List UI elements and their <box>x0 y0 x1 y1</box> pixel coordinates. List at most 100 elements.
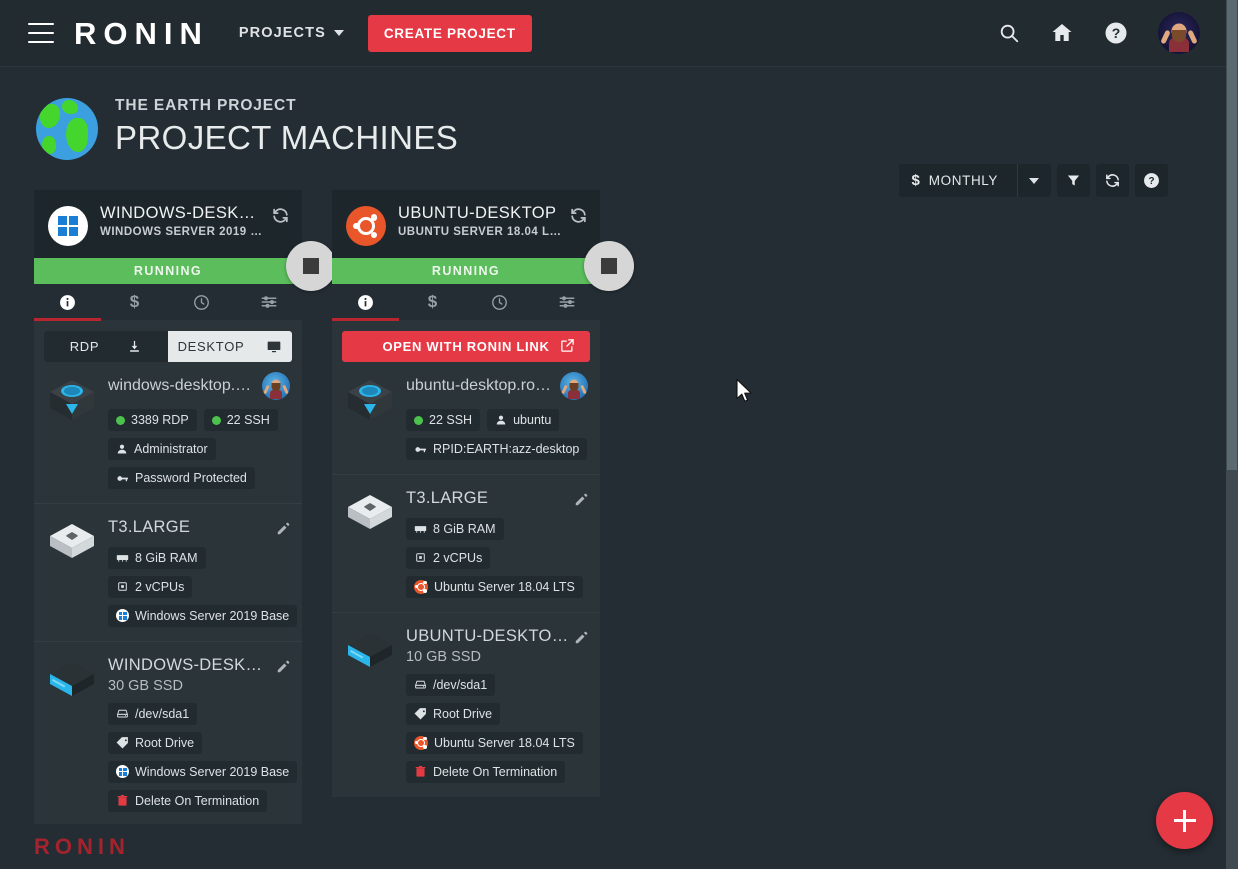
add-machine-button[interactable] <box>1156 792 1213 849</box>
tab-settings[interactable] <box>235 284 302 320</box>
machine-os-label: UBUNTU SERVER 18.04 L… <box>398 226 562 238</box>
billing-period-select[interactable]: $ MONTHLY <box>899 164 1051 197</box>
memory-icon <box>116 555 129 562</box>
instance-chips: 8 GiB RAM 2 vCPUs Windows Server 2019 Ba… <box>108 546 298 627</box>
tab-cost[interactable]: $ <box>101 284 168 320</box>
chip-label: ubuntu <box>513 413 552 427</box>
rdp-label: RDP <box>69 339 100 354</box>
monitor-icon <box>268 341 281 352</box>
home-icon[interactable] <box>1050 21 1074 45</box>
vertical-scrollbar[interactable] <box>1226 0 1238 869</box>
edit-instance-pencil-icon[interactable] <box>574 493 588 512</box>
earth-globe-icon <box>36 98 98 160</box>
chip-label: 8 GiB RAM <box>433 521 496 536</box>
chip-root-drive: Root Drive <box>406 702 501 725</box>
volume-cube-icon <box>46 656 98 812</box>
machine-card: UBUNTU-DESKTOP UBUNTU SERVER 18.04 L… RU… <box>332 190 634 826</box>
filter-button[interactable] <box>1057 164 1090 197</box>
machine-refresh-icon[interactable] <box>569 206 588 230</box>
user-avatar[interactable] <box>262 372 290 400</box>
open-with-ronin-link-button[interactable]: OPEN WITH RONIN LINK <box>342 331 590 362</box>
info-icon <box>60 294 75 310</box>
status-label: RUNNING <box>133 264 203 278</box>
chip-username: ubuntu <box>487 409 560 431</box>
create-project-button[interactable]: CREATE PROJECT <box>367 14 532 52</box>
tab-info[interactable] <box>34 284 101 321</box>
dollar-icon: $ <box>427 292 438 311</box>
tab-history[interactable] <box>168 284 235 320</box>
machine-cards-list: WINDOWS-DESK… WINDOWS SERVER 2019 … RUNN… <box>0 160 1226 826</box>
disk-icon <box>116 709 129 718</box>
user-icon <box>496 415 506 425</box>
key-icon <box>117 475 128 481</box>
clock-icon <box>194 294 209 310</box>
connection-chips: 22 SSH ubuntu RPID:EARTH:azz-desktop <box>406 409 588 460</box>
cpu-icon <box>118 582 127 592</box>
chip-label: 2 vCPUs <box>135 579 185 594</box>
help-button[interactable]: ? <box>1135 164 1168 197</box>
instance-type-section: T3.LARGE 8 GiB RAM 2 vCPUs <box>332 475 600 613</box>
ubuntu-logo-icon <box>346 206 386 246</box>
status-badge: RUNNING <box>332 241 634 291</box>
chip-ssh-port: 22 SSH <box>406 409 481 431</box>
download-icon <box>130 340 140 352</box>
tab-settings[interactable] <box>533 284 600 320</box>
hamburger-menu-icon[interactable] <box>28 23 54 43</box>
chip-delete-on-termination: Delete On Termination <box>406 760 566 783</box>
chip-label: Ubuntu Server 18.04 LTS <box>434 735 575 750</box>
windows-logo-icon <box>48 206 88 246</box>
refresh-icon <box>1106 174 1119 187</box>
network-cube-icon <box>344 376 396 460</box>
user-avatar[interactable] <box>560 372 588 400</box>
chip-root-drive: Root Drive <box>108 731 203 754</box>
chip-label: Delete On Termination <box>135 793 260 808</box>
status-dot-green-icon <box>116 415 125 425</box>
volume-size: 10 GB SSD <box>406 648 481 665</box>
chip-ssh-port: 22 SSH <box>203 409 278 431</box>
projects-dropdown[interactable]: PROJECTS <box>239 25 344 41</box>
trash-icon <box>415 765 426 777</box>
machine-card-body: RDP DESKTOP <box>34 321 302 826</box>
instance-cube-icon <box>46 518 98 627</box>
tab-info[interactable] <box>332 284 399 321</box>
rdp-download-button[interactable]: RDP <box>44 331 168 362</box>
desktop-button[interactable]: DESKTOP <box>168 331 292 362</box>
chevron-down-icon <box>333 30 344 36</box>
windows-logo-icon <box>116 609 129 623</box>
scrollbar-thumb[interactable] <box>1227 0 1237 470</box>
memory-icon <box>414 526 427 533</box>
chip-label: Delete On Termination <box>433 764 558 779</box>
machine-refresh-icon[interactable] <box>271 206 290 230</box>
edit-instance-pencil-icon[interactable] <box>276 522 290 541</box>
edit-volume-pencil-icon[interactable] <box>574 631 588 650</box>
chip-ram: 8 GiB RAM <box>108 546 206 569</box>
volume-cube-icon <box>344 627 396 783</box>
dollar-icon: $ <box>129 292 140 311</box>
edit-volume-pencil-icon[interactable] <box>276 660 290 679</box>
stop-button[interactable] <box>286 241 336 291</box>
chip-label: RPID:EARTH:azz-desktop <box>433 442 580 456</box>
svg-text:?: ? <box>1148 176 1154 187</box>
volume-size: 30 GB SSD <box>108 677 183 694</box>
user-avatar[interactable] <box>1158 12 1200 54</box>
tag-icon <box>414 708 426 720</box>
status-dot-green-icon <box>414 415 423 425</box>
chip-os-image: Windows Server 2019 Base <box>108 604 298 627</box>
machine-tabs: $ <box>332 284 600 321</box>
stop-button[interactable] <box>584 241 634 291</box>
search-icon[interactable] <box>998 22 1020 44</box>
chip-vcpus: 2 vCPUs <box>108 575 193 598</box>
ronin-logo: RONIN <box>74 15 209 51</box>
status-badge: RUNNING <box>34 241 336 291</box>
svg-text:?: ? <box>1112 25 1121 41</box>
disk-icon <box>414 680 427 689</box>
refresh-button[interactable] <box>1096 164 1129 197</box>
tab-history[interactable] <box>466 284 533 320</box>
footer-ronin-logo: RONIN <box>34 833 130 859</box>
instance-cube-icon <box>344 489 396 598</box>
cpu-icon <box>416 553 425 563</box>
tab-cost[interactable]: $ <box>399 284 466 320</box>
chip-label: /dev/sda1 <box>135 706 190 721</box>
help-icon[interactable]: ? <box>1104 21 1128 45</box>
volume-chips: /dev/sda1 Root Drive Windows Server 2019… <box>108 702 298 812</box>
